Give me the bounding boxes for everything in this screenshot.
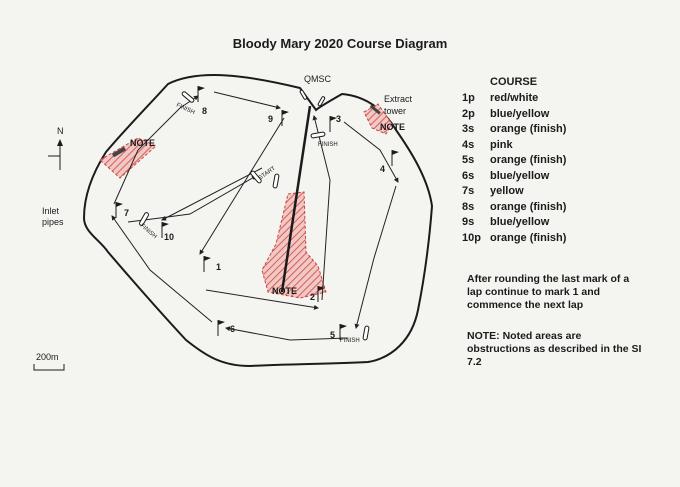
course-row: 7s yellow bbox=[462, 185, 566, 201]
inlet-pipes-label-2: pipes bbox=[42, 217, 64, 227]
note-label-east: NOTE bbox=[380, 122, 405, 132]
mark-4-label: 4 bbox=[380, 164, 385, 174]
course-table: COURSE 1p red/white 2p blue/yellow 3s orang… bbox=[462, 76, 566, 247]
course-code: 8s bbox=[462, 200, 475, 213]
finish-label-3: FINISH bbox=[318, 142, 338, 148]
extract-tower-label-1: Extract bbox=[384, 94, 413, 104]
course-code: 5s bbox=[462, 154, 475, 166]
boats bbox=[139, 89, 370, 341]
course-row: 3s orange (finish) bbox=[462, 123, 566, 139]
obstruction-note: NOTE: Noted areas are obstructions as de… bbox=[467, 330, 680, 369]
note-label-centre: NOTE bbox=[272, 286, 297, 296]
north-label: N bbox=[57, 126, 64, 136]
course-row: 10p orange (finish) bbox=[462, 232, 566, 248]
course-desc: blue/yellow bbox=[490, 107, 550, 120]
lake-shoreline bbox=[82, 74, 434, 368]
course-desc: red/white bbox=[490, 92, 539, 104]
mark-3-label: 3 bbox=[336, 114, 341, 124]
course-desc: orange (finish) bbox=[490, 231, 567, 244]
scale-label: 200m bbox=[36, 352, 59, 362]
course-row: 9s blue/yellow bbox=[462, 216, 566, 232]
course-code: 3s bbox=[462, 123, 475, 135]
jetty-marker-west bbox=[111, 146, 127, 158]
extract-tower-label-2: tower bbox=[384, 106, 406, 116]
mark-8-label: 8 bbox=[202, 106, 207, 116]
course-code: 9s bbox=[462, 216, 475, 228]
course-code: 10p bbox=[462, 231, 481, 244]
jetty-line bbox=[280, 105, 312, 293]
finish-label-10: FINISH bbox=[139, 223, 158, 240]
scale-bar: 200m bbox=[33, 352, 65, 371]
jetty-marker-east bbox=[369, 104, 381, 115]
course-row: 6s blue/yellow bbox=[462, 170, 566, 186]
course-code: 4s bbox=[462, 138, 475, 151]
course-code: 1p bbox=[462, 92, 475, 104]
finish-label-5: FINISH bbox=[340, 338, 360, 344]
obstruction-area-east bbox=[363, 103, 393, 135]
course-desc: orange (finish) bbox=[490, 154, 567, 166]
course-code: 6s bbox=[462, 169, 475, 182]
instruction-line: lap continue to mark 1 and bbox=[467, 286, 601, 298]
note-label-west: NOTE bbox=[130, 138, 155, 148]
course-rows: 1p red/white 2p blue/yellow 3s orange (fini… bbox=[462, 92, 566, 247]
lap-instructions: After rounding the last mark of a lap co… bbox=[467, 273, 680, 312]
course-desc: blue/yellow bbox=[490, 169, 550, 182]
course-row: 5s orange (finish) bbox=[462, 154, 566, 170]
course-row: 1p red/white bbox=[462, 92, 566, 108]
course-code: 7s bbox=[462, 185, 475, 197]
course-row: 2p blue/yellow bbox=[462, 108, 566, 124]
mark-9-label: 9 bbox=[268, 114, 273, 124]
mark-flags bbox=[115, 86, 399, 340]
course-row: 4s pink bbox=[462, 139, 566, 155]
course-heading: COURSE bbox=[490, 76, 538, 88]
obstruction-area-west bbox=[99, 137, 157, 179]
course-desc: pink bbox=[490, 138, 513, 151]
course-row: 8s orange (finish) bbox=[462, 201, 566, 217]
note-line: NOTE: Noted areas are bbox=[467, 330, 582, 342]
course-code: 2p bbox=[462, 107, 475, 120]
north-arrow: N bbox=[48, 126, 64, 170]
qmsc-label: QMSC bbox=[304, 74, 332, 84]
mark-6-label: 6 bbox=[230, 324, 235, 334]
note-line: obstructions as described in the SI bbox=[467, 343, 642, 355]
note-line: 7.2 bbox=[467, 356, 482, 368]
mark-2-label: 2 bbox=[310, 292, 315, 302]
page-title: Bloody Mary 2020 Course Diagram bbox=[232, 36, 448, 51]
mark-10-label: 10 bbox=[164, 232, 174, 242]
mark-5-label: 5 bbox=[330, 330, 335, 340]
instruction-line: commence the next lap bbox=[467, 299, 584, 311]
course-desc: orange (finish) bbox=[490, 123, 567, 135]
inlet-pipes-label-1: Inlet bbox=[42, 206, 60, 216]
mark-1-label: 1 bbox=[216, 262, 221, 272]
instruction-line: After rounding the last mark of a bbox=[467, 273, 630, 285]
obstruction-area-centre bbox=[261, 191, 327, 299]
course-route bbox=[111, 91, 399, 341]
course-desc: orange (finish) bbox=[490, 200, 567, 213]
course-desc: yellow bbox=[490, 185, 524, 197]
mark-7-label: 7 bbox=[124, 208, 129, 218]
course-desc: blue/yellow bbox=[490, 216, 550, 228]
